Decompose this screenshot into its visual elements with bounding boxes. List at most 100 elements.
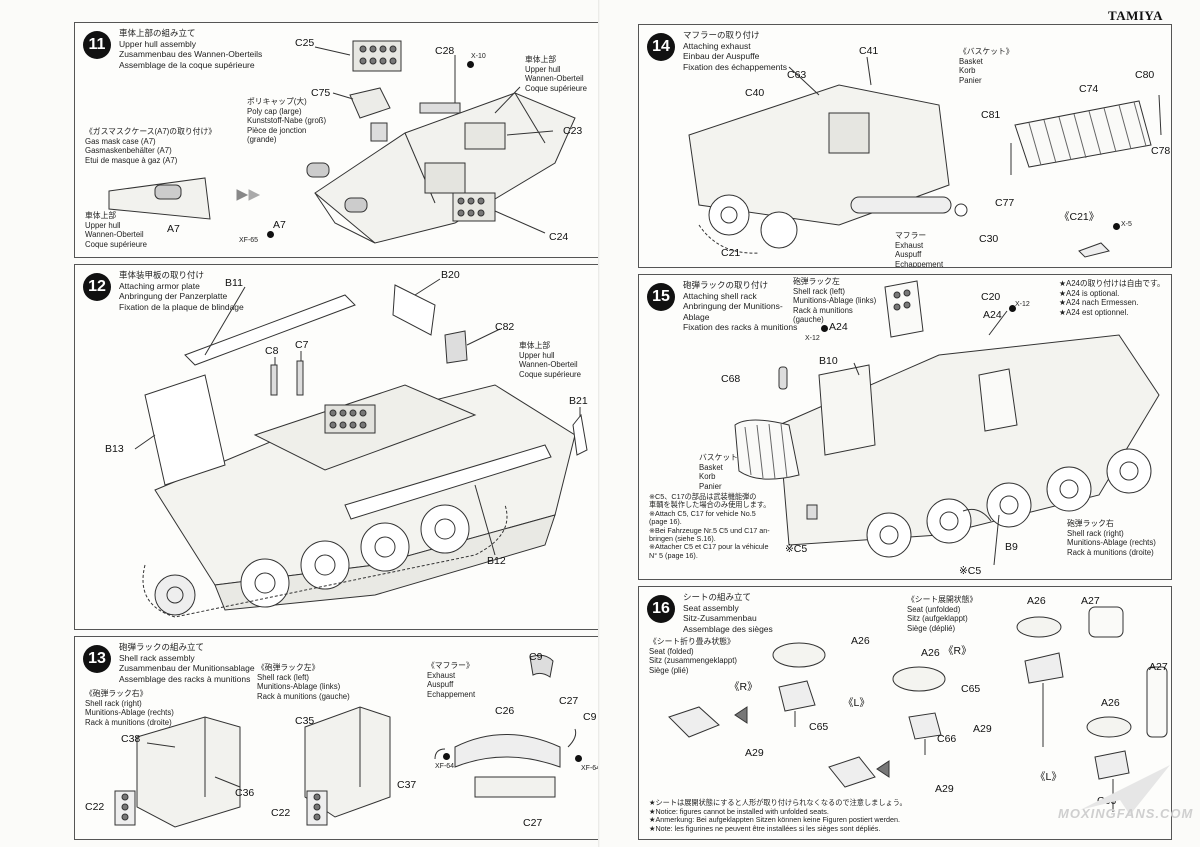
paint-code-x5: X-5 xyxy=(1121,221,1132,228)
part-c24: C24 xyxy=(549,231,569,243)
part-b9: B9 xyxy=(1005,541,1018,553)
c5-c17-note: ※C5、C17の部品は武装機能弾の車輌を製作した場合のみ使用します。 ※Atta… xyxy=(649,492,771,560)
part-b21: B21 xyxy=(569,395,588,407)
paint-code-x12: X-12 xyxy=(1015,301,1030,308)
seat-r-label: 《R》 xyxy=(729,681,758,693)
part-c8: C8 xyxy=(265,345,279,357)
part-c27: C27 xyxy=(523,817,543,829)
part-b12: B12 xyxy=(487,555,506,567)
part-c9: C9 xyxy=(529,651,543,663)
part-a29: A29 xyxy=(973,723,992,735)
part-c9: C9 xyxy=(583,711,597,723)
part-a27: A27 xyxy=(1149,661,1168,673)
part-a27: A27 xyxy=(1081,595,1100,607)
part-c25: C25 xyxy=(295,37,315,49)
part-c65: C65 xyxy=(809,721,829,733)
paint-dot xyxy=(267,231,274,238)
part-c75: C75 xyxy=(311,87,331,99)
step-number: 16 xyxy=(647,595,675,623)
part-c5: ※C5 xyxy=(785,543,808,555)
part-c21: C21 xyxy=(721,247,741,259)
seat-unfolded-caption: 《シート展開状態》Seat (unfolded) Sitz (aufgeklap… xyxy=(907,595,978,633)
part-c66: C66 xyxy=(937,733,957,745)
part-a7: A7 xyxy=(167,223,180,235)
paint-code-xf64: XF-64 xyxy=(581,765,601,772)
paint-dot xyxy=(575,755,582,762)
seat-folded-caption: 《シート折り畳み状態》Seat (folded) Sitz (zusammeng… xyxy=(649,637,737,675)
shell-rack-left-caption: 《砲弾ラック左》Shell rack (left) Munitions-Abla… xyxy=(257,663,350,701)
part-a7: A7 xyxy=(273,219,286,231)
seat-drawing xyxy=(668,606,1168,812)
part-b20: B20 xyxy=(441,269,460,281)
c21-detail-label: 《C21》 xyxy=(1059,211,1100,223)
shell-rack-install-drawing xyxy=(734,280,1160,566)
part-c26: C26 xyxy=(495,705,515,717)
part-c82: C82 xyxy=(495,321,515,333)
brand-logo: TAMIYA xyxy=(1108,8,1164,23)
step-number: 11 xyxy=(83,31,111,59)
gas-mask-caption: 《ガスマスクケース(A7)の取り付け》Gas mask case (A7) Ga… xyxy=(85,127,217,165)
paint-dot xyxy=(821,325,828,332)
part-c41: C41 xyxy=(859,45,879,57)
part-c7: C7 xyxy=(295,339,309,351)
part-c36: C36 xyxy=(235,787,255,799)
part-c68: C68 xyxy=(721,373,741,385)
part-c65: C65 xyxy=(961,683,981,695)
part-c81: C81 xyxy=(981,109,1001,121)
part-c5: ※C5 xyxy=(959,565,982,577)
seat-l-label: 《L》 xyxy=(1035,771,1062,783)
watermark-plane-icon xyxy=(1080,765,1170,815)
part-c22: C22 xyxy=(271,807,291,819)
armor-plate-drawing xyxy=(134,278,588,618)
part-a24: A24 xyxy=(983,309,1002,321)
seat-notice: ★シートは展開状態にすると人形が取り付けられなくなるので注意しましょう。★Not… xyxy=(649,798,907,833)
shell-rack-drawing xyxy=(114,654,577,828)
paint-dot xyxy=(1113,223,1120,230)
seat-r-label: 《R》 xyxy=(943,645,972,657)
paint-code-xf65: XF-65 xyxy=(239,237,259,244)
upper-hull-drawing xyxy=(108,40,576,244)
part-c74: C74 xyxy=(1079,83,1099,95)
paint-dot xyxy=(467,61,474,68)
part-c27: C27 xyxy=(559,695,579,707)
part-b11: B11 xyxy=(225,277,243,289)
shell-rack-right-caption: 《砲弾ラック右》Shell rack (right) Munitions-Abl… xyxy=(85,689,174,727)
part-c37: C37 xyxy=(397,779,417,791)
part-a24: A24 xyxy=(829,321,848,333)
part-c28: C28 xyxy=(435,45,455,57)
part-a26: A26 xyxy=(1027,595,1046,607)
part-c78: C78 xyxy=(1151,145,1171,157)
step-number: 15 xyxy=(647,283,675,311)
part-c63: C63 xyxy=(787,69,807,81)
part-a26: A26 xyxy=(851,635,870,647)
paint-dot xyxy=(1009,305,1016,312)
polycap-note: ポリキャップ(大)Poly cap (large) Kunststoff-Nab… xyxy=(247,97,327,144)
part-c77: C77 xyxy=(995,197,1015,209)
part-c22: C22 xyxy=(85,801,105,813)
paint-code-x12: X-12 xyxy=(805,335,820,342)
part-b13: B13 xyxy=(105,443,124,455)
paint-dot xyxy=(443,753,450,760)
seat-l-label: 《L》 xyxy=(843,697,870,709)
part-c35: C35 xyxy=(295,715,315,727)
watermark-text: MOXINGFANS.COM xyxy=(1058,806,1194,821)
